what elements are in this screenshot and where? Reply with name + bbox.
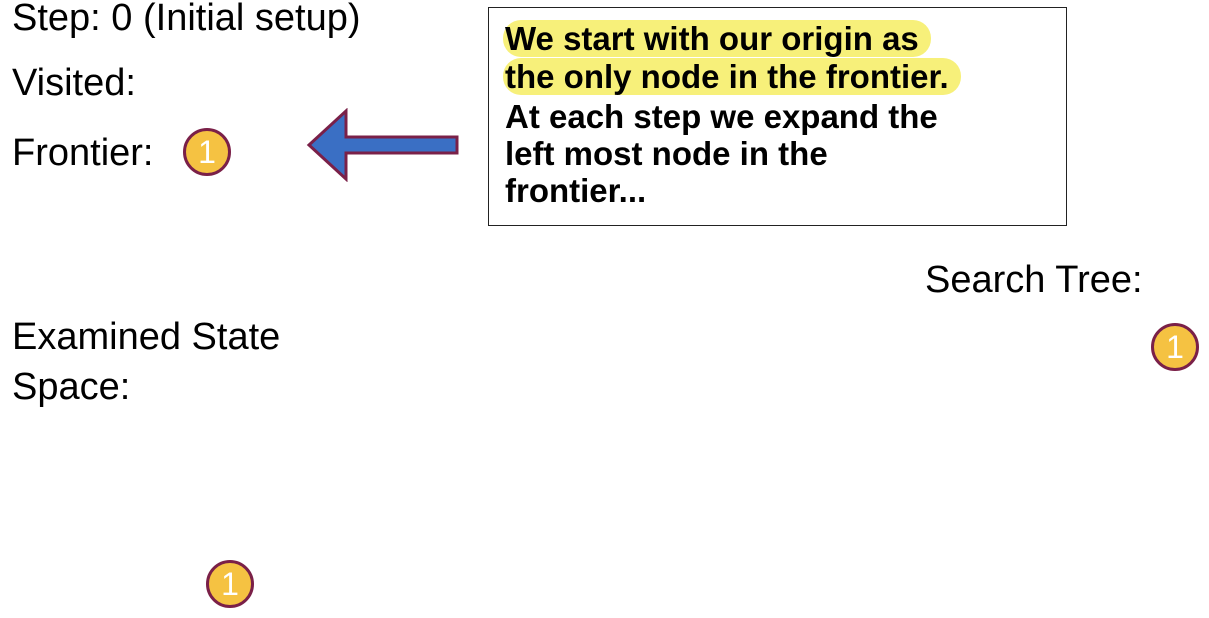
frontier-node: 1 xyxy=(183,128,231,176)
callout-line: At each step we expand the xyxy=(505,98,938,135)
search-tree-node: 1 xyxy=(1151,323,1199,371)
callout-line: the only node in the frontier. xyxy=(503,58,961,96)
search-tree-label: Search Tree: xyxy=(925,259,1143,301)
highlighted-text: We start with our origin as xyxy=(503,20,931,57)
arrow-shape xyxy=(306,108,459,182)
examined-state-space-label: Examined State Space: xyxy=(12,316,281,408)
frontier-label: Frontier: xyxy=(12,132,154,174)
state-space-node: 1 xyxy=(206,560,254,608)
callout-line: frontier... xyxy=(505,172,647,209)
highlighted-text: the only node in the frontier. xyxy=(503,58,961,95)
left-arrow-icon xyxy=(306,108,459,182)
callout-line: left most node in the xyxy=(505,135,828,172)
callout-line: We start with our origin as xyxy=(503,20,931,58)
step-label: Step: 0 (Initial setup) xyxy=(12,0,361,39)
explanation-callout: We start with our origin as the only nod… xyxy=(488,7,1067,226)
visited-label: Visited: xyxy=(12,62,136,104)
